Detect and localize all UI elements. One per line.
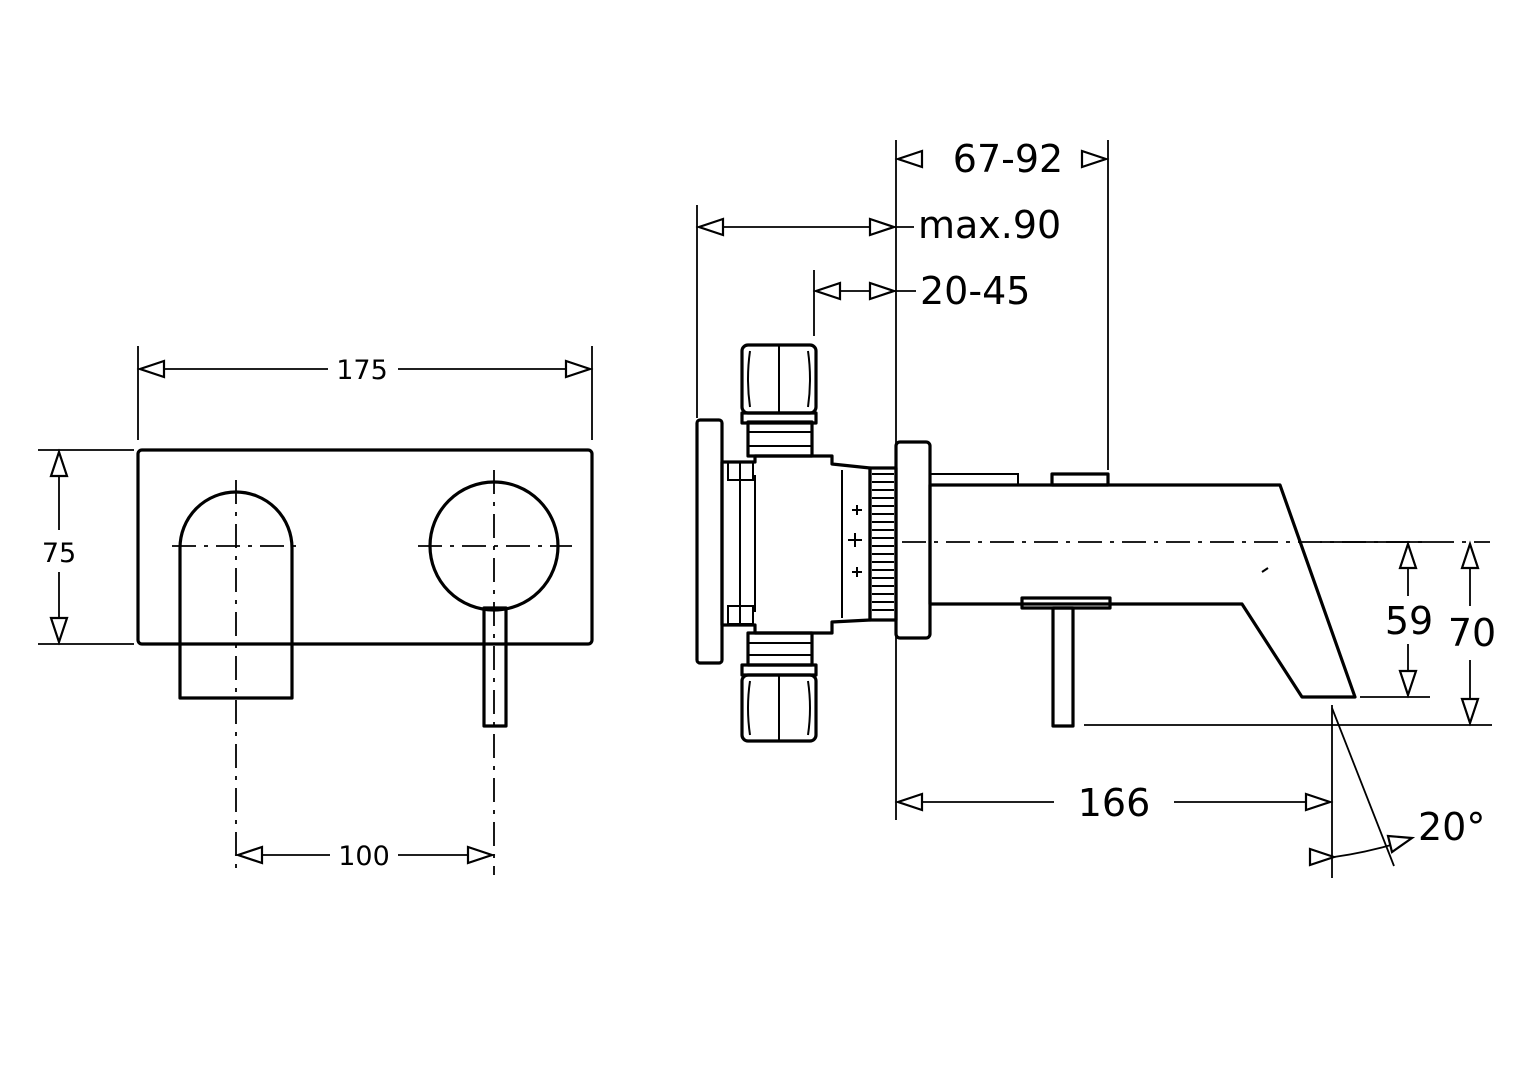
width-label: 175 [336, 355, 388, 386]
overall-height-label: 70 [1448, 611, 1496, 655]
dimension-height-75: 75 [38, 448, 134, 646]
wall-range-label: 20-45 [920, 269, 1030, 313]
dimension-59: 59 [1320, 540, 1433, 699]
side-view: 67-92 max.90 20-45 166 [695, 137, 1496, 878]
spout-height-label: 59 [1385, 599, 1433, 643]
dimension-20-45: 20-45 [812, 269, 1030, 336]
front-view: 175 75 100 [38, 346, 594, 875]
front-cover-plate [136, 448, 594, 646]
dimension-67-92: 67-92 [894, 137, 1110, 820]
spout-body [928, 483, 1357, 699]
spacing-label: 100 [338, 841, 390, 872]
dimension-angle-20: 20° [1308, 707, 1485, 867]
bottom-connector [740, 631, 818, 743]
thread-section [868, 466, 898, 622]
handle-top-stub [1050, 472, 1110, 487]
front-handle-lever [482, 606, 508, 728]
top-connector [740, 343, 818, 458]
dimension-70: 70 [1084, 540, 1496, 727]
side-lever-stem [1051, 606, 1075, 728]
dimension-spacing-100: 100 [234, 841, 496, 872]
dimension-166: 166 [894, 705, 1334, 878]
spout-length-label: 166 [1078, 781, 1151, 825]
dimension-width-175: 175 [136, 346, 594, 440]
max-depth-label: max.90 [918, 203, 1061, 247]
front-spout-outline [178, 490, 294, 700]
adjust-range-label: 67-92 [953, 137, 1063, 181]
dimension-max-90: max.90 [695, 203, 1061, 418]
rear-mounting-plate [695, 418, 724, 665]
height-label: 75 [42, 538, 76, 569]
angle-label: 20° [1418, 805, 1485, 849]
front-rosette [894, 440, 932, 640]
